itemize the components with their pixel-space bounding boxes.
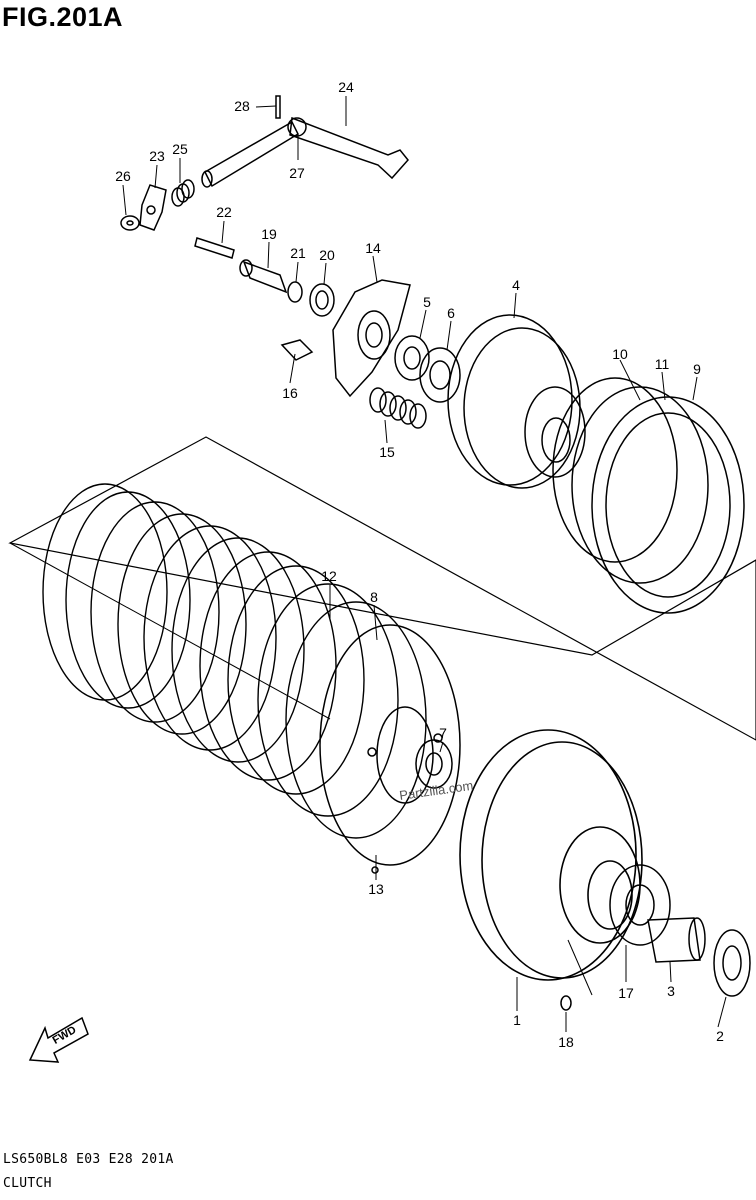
pin-18 [560,995,572,1011]
lifter-plate [332,279,411,398]
coil-spring-small [171,179,195,207]
callout-27: 27 [289,165,305,181]
callout-23: 23 [149,148,165,164]
bushing [647,917,701,963]
release-shaft-group [120,95,461,429]
callout-2: 2 [716,1028,724,1044]
thrust-washer [415,739,453,789]
o-ring [287,281,303,303]
figure-title: FIG.201A [2,2,124,32]
callout-labels: 1 2 3 4 5 6 7 8 9 10 11 12 13 14 15 16 1… [115,79,724,1050]
callout-20: 20 [319,247,335,263]
callout-26: 26 [115,168,131,184]
callout-25: 25 [172,141,188,157]
bearing [309,283,335,317]
callout-19: 19 [261,226,277,242]
plate-9 [591,396,745,614]
bolt [280,339,314,361]
clutch-sleeve-hub [447,314,586,489]
callout-4: 4 [512,277,520,293]
callout-7: 7 [439,725,447,741]
callout-18: 18 [558,1034,574,1050]
clutch-housing [459,729,643,981]
washer-2 [713,929,751,997]
pin [275,95,281,119]
callout-15: 15 [379,444,395,460]
section-name: CLUTCH [3,1176,52,1191]
release-shaft [204,120,299,188]
callout-5: 5 [423,294,431,310]
leader-lines [122,96,727,1032]
lock-washer [419,347,461,403]
callout-3: 3 [667,983,675,999]
callout-11: 11 [655,356,670,372]
push-piece [242,260,288,294]
bracket [139,184,167,231]
callout-24: 24 [338,79,354,95]
spacer [609,864,671,946]
callout-12: 12 [321,568,337,584]
upper-plate-set [552,377,745,614]
plate-11 [571,386,709,584]
plate-10 [552,377,678,563]
release-arm [289,116,409,180]
callout-17: 17 [618,985,634,1001]
drawing-code: LS650BL8 E03 E28 201A [3,1152,174,1167]
callout-1: 1 [513,1012,521,1028]
callout-14: 14 [365,240,381,256]
push-rod [194,237,235,259]
friction-plate-stack [42,483,427,839]
callout-21: 21 [290,245,306,261]
callout-22: 22 [216,204,232,220]
pressure-plate [319,624,461,874]
nut [394,335,430,381]
callout-16: 16 [282,385,298,401]
callout-13: 13 [368,881,384,897]
clutch-springs [369,387,427,429]
callout-10: 10 [612,346,628,362]
washer-26 [120,215,140,231]
callout-9: 9 [693,361,701,377]
forward-arrow-icon: FWD [28,1016,89,1063]
plate-stack-outline [8,436,756,741]
callout-6: 6 [447,305,455,321]
callout-28: 28 [234,98,250,114]
watermark: Partzilla.com [398,778,474,803]
callout-8: 8 [370,589,378,605]
